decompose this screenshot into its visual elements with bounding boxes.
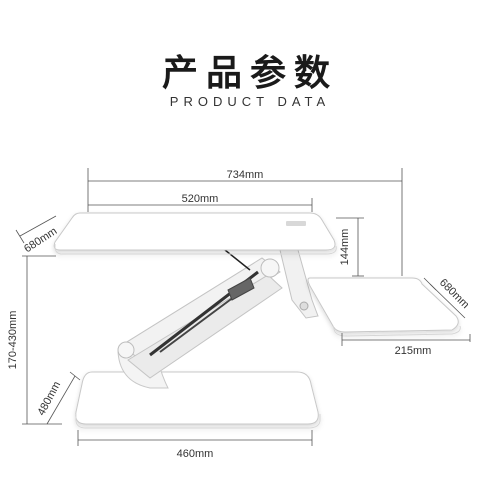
dim-base-width: 460mm bbox=[177, 448, 214, 460]
page-subtitle: PRODUCT DATA bbox=[169, 94, 331, 109]
desk-top bbox=[53, 212, 337, 255]
dim-height-offset: 144mm bbox=[339, 229, 351, 266]
dim-height-range: 170-430mm bbox=[7, 311, 19, 370]
keyboard-tray bbox=[307, 277, 461, 337]
dim-total-width: 734mm bbox=[227, 169, 264, 181]
lift-arm-mechanism bbox=[117, 249, 283, 379]
dimension-lines bbox=[15, 168, 471, 446]
dim-desk-width: 520mm bbox=[182, 193, 219, 205]
page-title: 产品参数 bbox=[161, 53, 338, 94]
dim-desk-depth: 680mm bbox=[22, 225, 59, 255]
handle-slot bbox=[286, 221, 306, 226]
dim-keyboard-width: 215mm bbox=[395, 345, 432, 357]
base-plate bbox=[75, 371, 321, 429]
dim-base-depth: 480mm bbox=[35, 380, 63, 418]
pivot-joint-lower bbox=[117, 341, 135, 359]
pivot-joint-upper bbox=[260, 258, 280, 278]
keyboard-bracket bbox=[279, 249, 319, 319]
